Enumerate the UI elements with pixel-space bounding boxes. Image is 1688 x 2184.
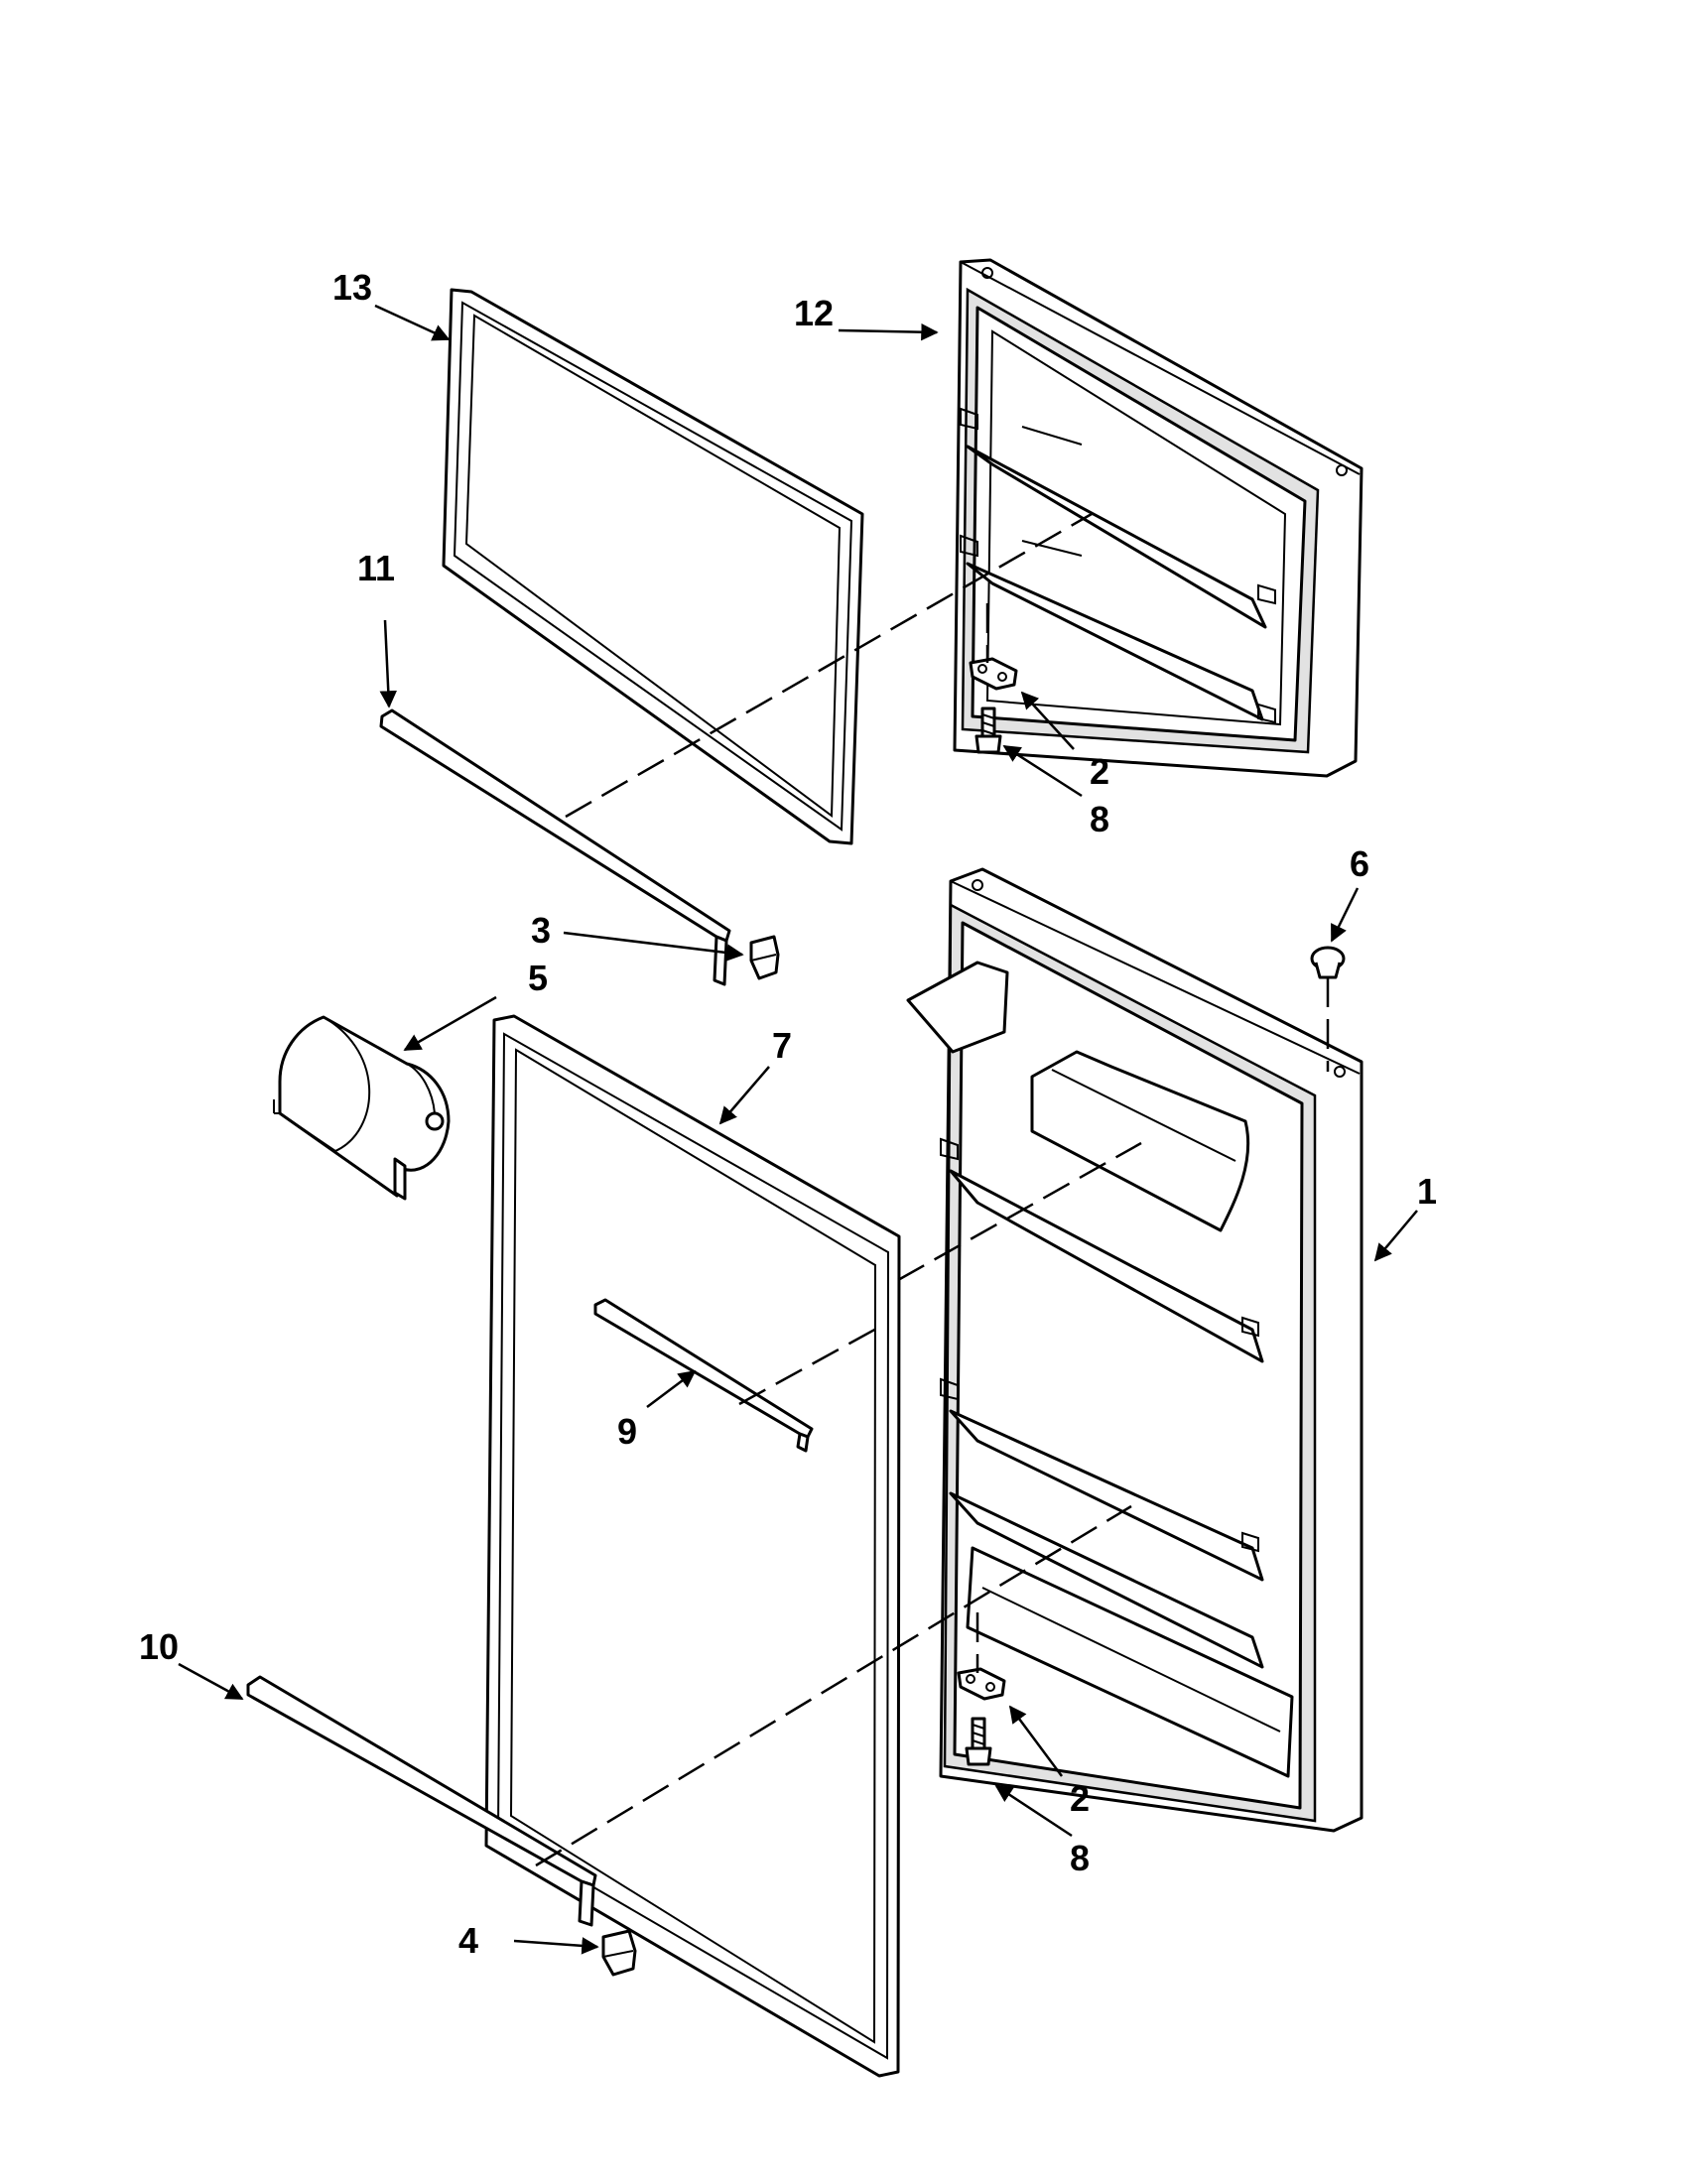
callout-1: 1 [1417,1171,1437,1212]
callout-8-lower: 8 [1070,1838,1090,1878]
upper-hinge-bracket [969,657,1018,691]
lower-hinge-screw [965,1717,992,1766]
leader-lines [178,304,1418,1955]
center-retainer-strip [593,1298,814,1453]
lower-hinge-bracket [957,1667,1006,1701]
callout-6: 6 [1350,843,1369,884]
callout-labels: 13 12 11 2 8 3 5 6 7 1 9 10 2 8 4 [139,267,1437,1961]
fresh-food-door [906,867,1363,1833]
fresh-food-door-gasket [484,1014,901,2078]
callout-9: 9 [617,1411,637,1452]
freezer-retainer-strip [379,708,731,986]
dairy-door [273,1015,451,1201]
freezer-door [953,258,1363,778]
assembly-lines [535,512,1330,1867]
callout-10: 10 [139,1626,179,1667]
callout-5: 5 [528,958,548,998]
freezer-door-gasket [442,288,864,845]
hinge-hole-plug [1310,946,1346,979]
callout-7: 7 [772,1025,792,1066]
callout-8-upper: 8 [1090,799,1109,839]
freezer-strip-end-cap [749,935,780,980]
fresh-food-strip-end-cap [601,1929,637,1977]
callout-12: 12 [794,293,834,333]
upper-hinge-screw [974,707,1002,754]
callout-4: 4 [458,1920,478,1961]
callout-11: 11 [357,548,395,588]
callout-2-upper: 2 [1090,751,1109,792]
callout-3: 3 [531,910,551,951]
callout-13: 13 [332,267,372,308]
callout-2-lower: 2 [1070,1778,1090,1819]
fresh-food-retainer-strip [246,1675,597,1927]
